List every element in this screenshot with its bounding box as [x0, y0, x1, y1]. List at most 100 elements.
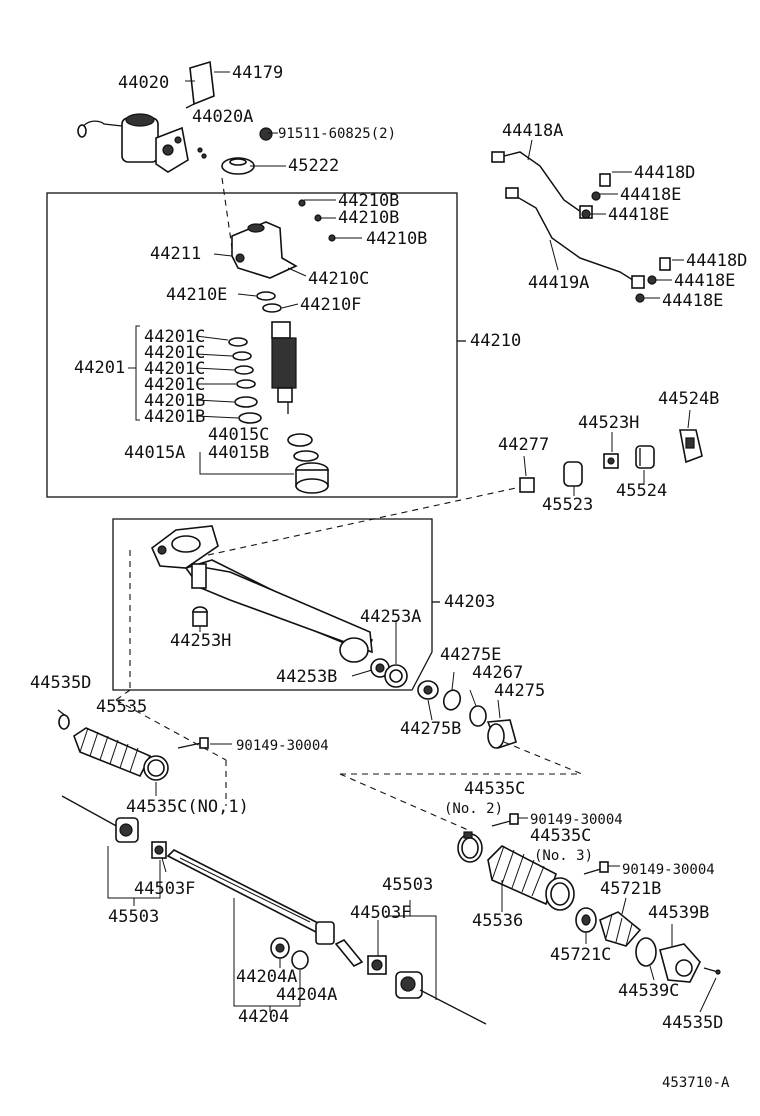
label-44020: 44020: [118, 73, 170, 93]
screw-90149-right-2: [583, 861, 609, 875]
label-90149-30004-2: 90149-30004: [530, 812, 623, 828]
label-44210F: 44210F: [300, 295, 362, 315]
label-91511-60825: 91511-60825(2): [278, 126, 397, 142]
plug-45523: [563, 461, 583, 487]
label-44201C-2: 44201C: [144, 343, 206, 363]
label-no3: (No. 3): [534, 848, 594, 864]
motor-assembly: [77, 113, 207, 173]
label-44253A: 44253A: [360, 607, 422, 627]
label-44201C-1: 44201C: [144, 327, 206, 347]
clamp-44535C-no3: [545, 877, 575, 911]
label-44503F-right: 44503F: [350, 903, 412, 923]
boot-45535: [73, 727, 152, 778]
nut-44503F-left: [151, 841, 167, 859]
label-44539B: 44539B: [648, 903, 710, 923]
label-44275B: 44275B: [400, 719, 462, 739]
label-no2: (No. 2): [444, 801, 504, 817]
label-44253H: 44253H: [170, 631, 232, 651]
label-44418E-4: 44418E: [662, 291, 724, 311]
tie-rod-45503-left: [61, 795, 139, 843]
seal-stack-44015A: [295, 462, 329, 494]
ball-joint-44539B: [659, 943, 701, 983]
nut-44503F-right: [367, 955, 387, 975]
screw-90149-left: [177, 737, 209, 749]
clip-44535D-left: [57, 709, 70, 730]
label-44535C-no2: 44535C: [464, 779, 526, 799]
valve-body-44211: [231, 199, 336, 279]
clip-44535D-right: [703, 967, 721, 975]
label-44201B-2: 44201B: [144, 407, 206, 427]
label-44253B: 44253B: [276, 667, 338, 687]
label-44210B-2: 44210B: [338, 208, 400, 228]
label-44275: 44275: [494, 681, 546, 701]
parts-44275-group: [417, 680, 517, 750]
label-44419A: 44419A: [528, 273, 590, 293]
ring-44539C: [635, 937, 657, 967]
bushing-44524B: [679, 429, 703, 464]
label-45523: 45523: [542, 495, 594, 515]
bushing-44204A: [270, 937, 309, 970]
spool-44201: [271, 321, 297, 414]
figure-id: 453710-A: [662, 1075, 730, 1091]
cap-45524: [635, 445, 655, 469]
label-44201C-4: 44201C: [144, 375, 206, 395]
group-box-44203: [112, 518, 433, 691]
pipe-44419A: [505, 187, 645, 289]
bracket-44179: [185, 60, 215, 109]
label-44418A: 44418A: [502, 121, 564, 141]
group-box-44210: [46, 192, 458, 498]
label-45536: 45536: [472, 911, 524, 931]
label-44523H: 44523H: [578, 413, 640, 433]
label-44210E: 44210E: [166, 285, 228, 305]
label-44204A-2: 44204A: [276, 985, 338, 1005]
tie-rod-45503-right: [395, 971, 487, 1025]
label-44201B-1: 44201B: [144, 391, 206, 411]
bolt-44277: [519, 477, 535, 493]
label-44210B-1: 44210B: [338, 191, 400, 211]
label-44535C-no1: 44535C(NO,1): [126, 797, 249, 817]
label-44015B: 44015B: [208, 443, 270, 463]
boot-45721B: [599, 911, 642, 947]
label-44210: 44210: [470, 331, 522, 351]
label-44418D-1: 44418D: [634, 163, 696, 183]
screw-90149-right-1: [491, 813, 519, 827]
label-44277: 44277: [498, 435, 550, 455]
label-45503-right: 45503: [382, 875, 434, 895]
label-45721C: 45721C: [550, 945, 612, 965]
label-90149-30004-1: 90149-30004: [236, 738, 329, 754]
rack-44204: [166, 849, 364, 968]
label-45524: 45524: [616, 481, 668, 501]
label-44418D-2: 44418D: [686, 251, 748, 271]
bolt-91511: [259, 127, 273, 141]
label-45535: 45535: [96, 697, 148, 717]
ring-45721C: [575, 907, 597, 933]
label-44524B: 44524B: [658, 389, 720, 409]
label-45503-left: 45503: [108, 907, 160, 927]
label-44535D-right: 44535D: [662, 1013, 724, 1033]
label-44503F-left: 44503F: [134, 879, 196, 899]
label-44211: 44211: [150, 244, 202, 264]
label-44535C-no3: 44535C: [530, 826, 592, 846]
pipe-44418A: [491, 151, 593, 219]
label-44210C: 44210C: [308, 269, 370, 289]
label-44275E: 44275E: [440, 645, 502, 665]
label-90149-30004-3: 90149-30004: [622, 862, 715, 878]
nut-44523H: [603, 453, 619, 469]
clamp-44535C-no1: [143, 755, 169, 781]
label-44418E-2: 44418E: [608, 205, 670, 225]
label-44267: 44267: [472, 663, 524, 683]
label-44418E-3: 44418E: [674, 271, 736, 291]
label-44015C: 44015C: [208, 425, 270, 445]
label-44201C-3: 44201C: [144, 359, 206, 379]
label-44201: 44201: [74, 358, 126, 378]
label-44020A: 44020A: [192, 107, 254, 127]
label-44210B-3: 44210B: [366, 229, 428, 249]
seal-44253A: [384, 664, 408, 688]
label-44535D-left: 44535D: [30, 673, 92, 693]
label-44204A-1: 44204A: [236, 967, 298, 987]
seat-45222: [221, 157, 255, 175]
clamp-44535C-no2: [457, 831, 483, 863]
label-44179: 44179: [232, 63, 284, 83]
